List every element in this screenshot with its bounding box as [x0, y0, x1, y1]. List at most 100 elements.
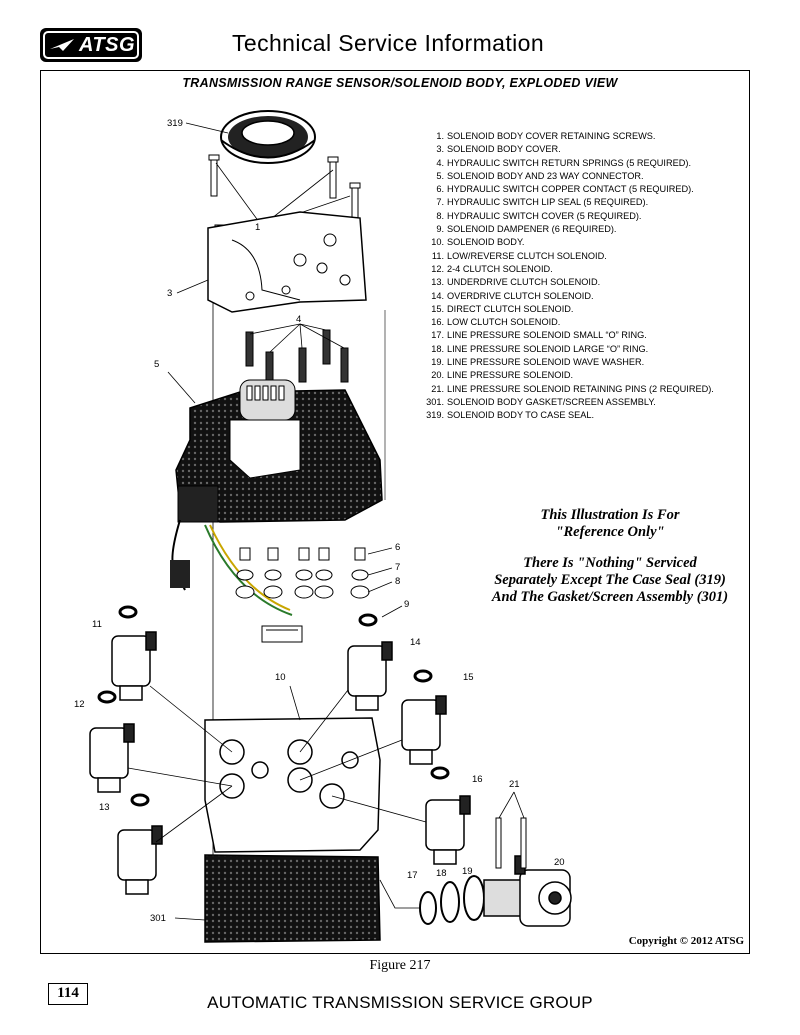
legend-item-number: 15.	[431, 303, 444, 314]
legend-item-text: LOW CLUTCH SOLENOID.	[447, 317, 561, 328]
legend-item-number: 319.	[426, 410, 444, 421]
solenoid-body-10	[204, 717, 381, 853]
footer-organization: AUTOMATIC TRANSMISSION SERVICE GROUP	[207, 993, 593, 1012]
legend-item-text: OVERDRIVE CLUTCH SOLENOID.	[447, 290, 594, 301]
legend-item: 319.SOLENOID BODY TO CASE SEAL.	[418, 409, 714, 422]
solenoid-dampeners	[97, 605, 450, 807]
figure-title: TRANSMISSION RANGE SENSOR/SOLENOID BODY,…	[182, 76, 618, 90]
callout-8: 8	[395, 576, 400, 587]
callout-17: 17	[407, 870, 418, 881]
legend-item-number: 16.	[431, 317, 444, 328]
legend-item-number: 10.	[431, 237, 444, 248]
callout-19: 19	[462, 866, 473, 877]
legend-item: 10.SOLENOID BODY.	[418, 236, 714, 249]
legend-item: 11.LOW/REVERSE CLUTCH SOLENOID.	[418, 250, 714, 263]
note-line-4: Separately Except The Case Seal (319)	[494, 572, 726, 588]
legend-item-number: 3.	[436, 144, 444, 155]
callout-21: 21	[509, 779, 520, 790]
legend-item: 17.LINE PRESSURE SOLENOID SMALL “O” RING…	[418, 329, 714, 342]
legend-item: 5.SOLENOID BODY AND 23 WAY CONNECTOR.	[418, 170, 714, 183]
solenoid-body-cover	[207, 211, 367, 313]
callout-301: 301	[150, 913, 166, 924]
legend-item-number: 19.	[431, 357, 444, 368]
legend-item: 14.OVERDRIVE CLUTCH SOLENOID.	[418, 290, 714, 303]
legend-item-number: 21.	[431, 383, 444, 394]
figure-frame	[40, 70, 750, 954]
legend-item-text: DIRECT CLUTCH SOLENOID.	[447, 303, 574, 314]
legend-item: 8.HYDRAULIC SWITCH COVER (5 REQUIRED).	[418, 210, 714, 223]
solenoid-leaders	[127, 685, 427, 843]
callout-7: 7	[395, 562, 400, 573]
legend-item-number: 14.	[431, 290, 444, 301]
callout-14: 14	[410, 637, 421, 648]
figure-caption: Figure 217	[369, 958, 431, 973]
atsg-logo: ATSG	[40, 28, 142, 62]
legend-item-text: UNDERDRIVE CLUTCH SOLENOID.	[447, 277, 601, 288]
legend-item-text: SOLENOID BODY GASKET/SCREEN ASSEMBLY.	[447, 396, 656, 407]
legend-item-number: 4.	[436, 157, 444, 168]
legend-item-text: HYDRAULIC SWITCH RETURN SPRINGS (5 REQUI…	[447, 157, 691, 168]
legend-item-number: 6.	[436, 184, 444, 195]
callout-leaders-4	[249, 323, 345, 353]
legend-item-number: 9.	[436, 224, 444, 235]
legend-item: 20.LINE PRESSURE SOLENOID.	[418, 369, 714, 382]
legend-item-number: 5.	[436, 170, 444, 181]
legend-item-text: HYDRAULIC SWITCH COPPER CONTACT (5 REQUI…	[447, 184, 694, 195]
legend-item-number: 13.	[431, 277, 444, 288]
legend-item-number: 8.	[436, 210, 444, 221]
legend-item: 15.DIRECT CLUTCH SOLENOID.	[418, 303, 714, 316]
line-pressure-solenoid-parts	[419, 875, 485, 925]
callout-leaders-6-8	[367, 547, 403, 618]
legend-item: 3.SOLENOID BODY COVER.	[418, 143, 714, 156]
callout-3: 3	[167, 288, 172, 299]
callout-11: 11	[92, 619, 102, 630]
solenoid-assemblies	[89, 631, 471, 895]
line-pressure-solenoid-20	[483, 855, 572, 927]
gasket-screen-assembly-301	[204, 854, 381, 943]
page-number: 114	[48, 983, 88, 1005]
note-line-3: There Is "Nothing" Serviced	[523, 555, 697, 571]
legend-item-text: SOLENOID BODY TO CASE SEAL.	[447, 410, 595, 421]
legend-item: 4.HYDRAULIC SWITCH RETURN SPRINGS (5 REQ…	[418, 157, 714, 170]
legend-item-text: LINE PRESSURE SOLENOID SMALL “O” RING.	[447, 330, 647, 341]
legend-item: 19.LINE PRESSURE SOLENOID WAVE WASHER.	[418, 356, 714, 369]
legend-item-text: SOLENOID BODY AND 23 WAY CONNECTOR.	[447, 170, 644, 181]
legend-item-number: 7.	[436, 197, 444, 208]
legend-item: 21.LINE PRESSURE SOLENOID RETAINING PINS…	[418, 383, 714, 396]
legend-item-number: 20.	[431, 370, 444, 381]
legend-item-text: SOLENOID BODY COVER.	[447, 144, 561, 155]
callout-319: 319	[167, 118, 183, 129]
callout-13: 13	[99, 802, 110, 813]
page-header-title: Technical Service Information	[232, 30, 545, 56]
reference-note: This Illustration Is For "Reference Only…	[440, 507, 780, 606]
legend-item: 12.2-4 CLUTCH SOLENOID.	[418, 263, 714, 276]
callout-15: 15	[463, 672, 474, 683]
legend-item: 18.LINE PRESSURE SOLENOID LARGE “O” RING…	[418, 343, 714, 356]
legend-item: 13.UNDERDRIVE CLUTCH SOLENOID.	[418, 276, 714, 289]
legend-item-number: 12.	[431, 263, 444, 274]
hydraulic-switch-return-springs	[245, 329, 349, 387]
legend-item-number: 17.	[431, 330, 444, 341]
note-line-5: And The Gasket/Screen Assembly (301)	[491, 589, 729, 605]
legend-item: 16.LOW CLUTCH SOLENOID.	[418, 316, 714, 329]
legend-item-number: 1.	[436, 131, 444, 141]
legend-item: 9.SOLENOID DAMPENER (6 REQUIRED).	[418, 223, 714, 236]
legend-item: 1.SOLENOID BODY COVER RETAINING SCREWS.	[418, 130, 714, 143]
note-line-2: "Reference Only"	[555, 524, 665, 540]
case-seal-319	[220, 110, 316, 164]
legend-item-text: LOW/REVERSE CLUTCH SOLENOID.	[447, 250, 607, 261]
copyright: Copyright © 2012 ATSG	[628, 935, 744, 947]
solenoid-body-and-connector	[170, 379, 383, 643]
legend-item-text: HYDRAULIC SWITCH LIP SEAL (5 REQUIRED).	[447, 197, 649, 208]
callout-1: 1	[255, 222, 260, 233]
legend-item: 301.SOLENOID BODY GASKET/SCREEN ASSEMBLY…	[418, 396, 714, 409]
hydraulic-switch-parts	[235, 547, 370, 599]
callout-12: 12	[74, 699, 85, 710]
legend-item-number: 11.	[431, 250, 444, 261]
legend-item-text: LINE PRESSURE SOLENOID RETAINING PINS (2…	[447, 383, 714, 394]
legend-item-number: 301.	[426, 396, 444, 407]
plane-icon	[50, 39, 74, 51]
callout-leaders-17-21	[379, 791, 525, 909]
note-line-1: This Illustration Is For	[540, 507, 680, 523]
legend-item-text: SOLENOID BODY.	[447, 237, 525, 248]
